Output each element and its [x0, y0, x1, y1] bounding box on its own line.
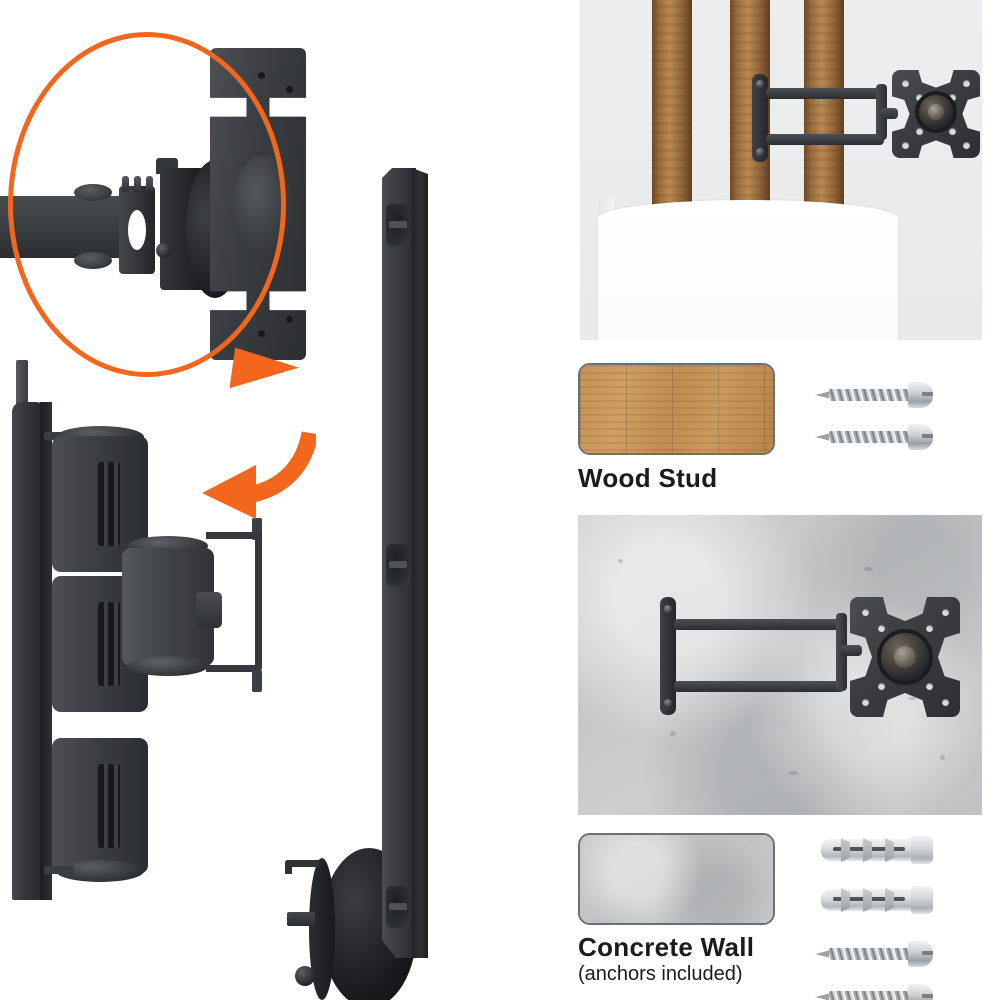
hinge-block-top — [52, 436, 148, 572]
mount-upper-arm — [674, 619, 844, 630]
vesa-hole — [963, 142, 970, 149]
vesa-hole — [942, 699, 949, 706]
rotation-arrow-icon — [202, 431, 316, 519]
wood-slat — [804, 0, 844, 226]
vesa-hole — [949, 94, 956, 101]
vesa-hole — [878, 683, 885, 690]
detail-vesa-hole — [258, 330, 265, 337]
vesa-hole — [926, 625, 933, 632]
mount-wall-bracket — [752, 74, 768, 162]
mount-lower-arm — [674, 681, 844, 692]
detail-vesa-hole — [258, 72, 265, 79]
mount-upper-arm — [766, 88, 884, 99]
concrete-wall-material-swatch — [578, 833, 775, 925]
installation-options-panel: Wood Stud — [560, 0, 1000, 1000]
concrete-screw — [815, 984, 933, 1000]
white-cabinet — [598, 200, 898, 340]
wood-screw — [815, 382, 933, 408]
monitor-post — [382, 168, 442, 968]
mount-center-link — [880, 108, 898, 119]
vesa-hole — [902, 80, 909, 87]
detail-vesa-hole — [286, 86, 293, 93]
swivel-disc-hook — [285, 860, 319, 874]
vesa-hole — [902, 142, 909, 149]
vesa-hole — [963, 80, 970, 87]
exploded-product-diagram — [0, 32, 560, 1000]
plastic-wall-anchor — [815, 886, 933, 914]
concrete-wall-installation-photo — [578, 515, 982, 815]
vesa-hole — [926, 683, 933, 690]
swivel-disc-tab — [287, 912, 315, 926]
hinge-cap-bottom — [56, 860, 144, 882]
concrete-texture — [580, 835, 773, 923]
wood-screw — [815, 424, 933, 450]
vesa-hole — [878, 625, 885, 632]
wall-plate-top-tab — [16, 360, 28, 412]
monitor-post-side-face — [412, 168, 428, 958]
mount-center-link — [840, 645, 862, 656]
vesa-hole — [916, 128, 923, 135]
vesa-swivel-knob — [928, 104, 944, 120]
wood-slat — [652, 0, 692, 224]
hinge-column — [44, 418, 174, 888]
monitor-post-slot-top — [386, 204, 410, 246]
extension-bracket-pin-top — [252, 518, 262, 540]
monitor-post-slot-middle — [386, 544, 410, 586]
wood-stud-label: Wood Stud — [578, 463, 718, 493]
mount-wall-bracket — [660, 597, 676, 715]
wood-stud-installation-photo — [580, 0, 982, 340]
extension-bracket — [206, 532, 262, 672]
concrete-wall-note: (anchors included) — [578, 963, 743, 985]
extension-bracket-pin-bottom — [252, 670, 262, 692]
main-assembly — [0, 360, 560, 1000]
second-hinge-cap-bottom — [128, 656, 208, 676]
detail-vesa-hole — [286, 316, 293, 323]
extension-bracket-stub — [196, 592, 222, 628]
monitor-post-slot-bottom — [386, 886, 410, 928]
detail-callout-circle — [8, 32, 286, 377]
vesa-hole — [916, 94, 923, 101]
concrete-wall-label: Concrete Wall — [578, 932, 755, 962]
wood-texture — [580, 365, 773, 453]
vesa-hole — [942, 609, 949, 616]
mount-lower-arm — [766, 134, 884, 145]
vesa-swivel-knob — [894, 646, 916, 668]
swivel-disc-bolt — [295, 966, 315, 986]
wall-plate-edge — [40, 402, 52, 900]
vesa-hole — [862, 609, 869, 616]
concrete-screw — [815, 941, 933, 967]
plastic-wall-anchor — [815, 836, 933, 864]
vesa-hole — [862, 699, 869, 706]
wood-stud-material-swatch — [578, 363, 775, 455]
vesa-hole — [949, 128, 956, 135]
hinge-block-bottom — [52, 738, 148, 874]
hinge-pivot-bottom — [44, 866, 74, 874]
